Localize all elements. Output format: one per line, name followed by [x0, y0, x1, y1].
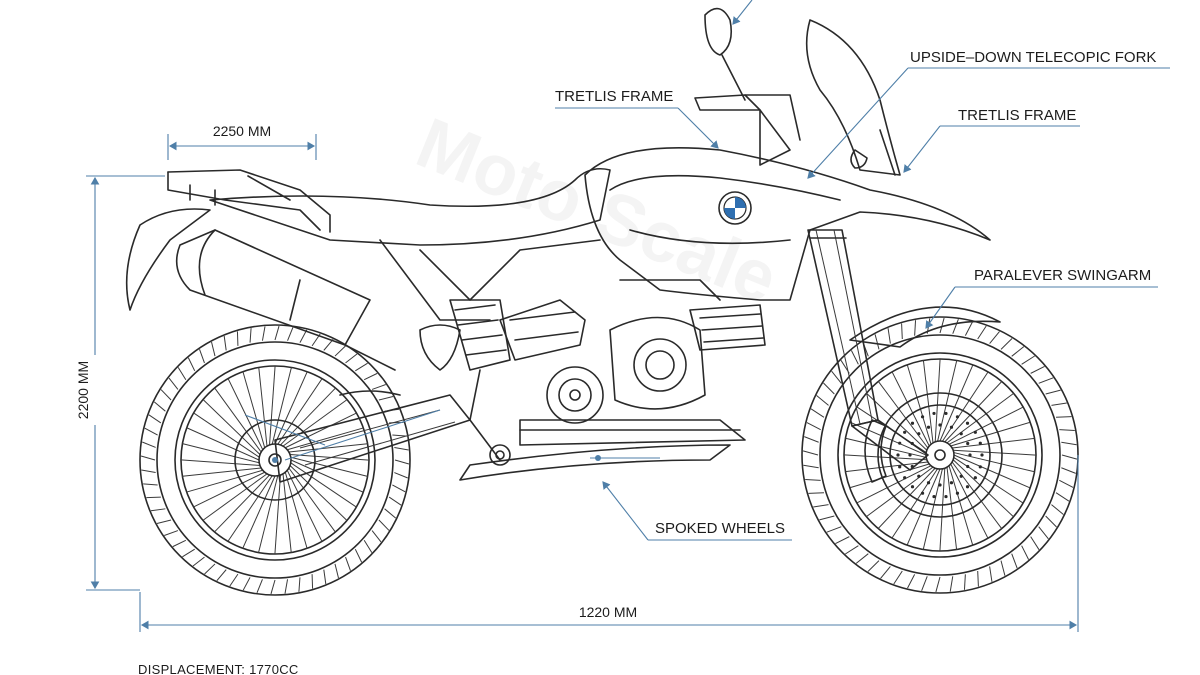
brand-logo — [718, 191, 752, 225]
callout-wheels: SPOKED WHEELS — [602, 481, 792, 541]
callout-trellis-frame-left-label: TRETLIS FRAME — [555, 88, 673, 105]
front-fender — [849, 306, 1001, 348]
callout-top-arrow — [732, 0, 753, 25]
callout-trellis-frame-right-label: TRETLIS FRAME — [958, 107, 1076, 124]
front-tire-tread — [802, 317, 1078, 593]
rear-wheel — [139, 324, 411, 596]
exhaust-muffler — [175, 229, 731, 481]
handlebar-mirror — [694, 7, 801, 141]
seat — [209, 167, 611, 246]
callout-trellis-frame-right: TRETLIS FRAME — [903, 107, 1080, 173]
front-fork — [807, 229, 929, 471]
rear-spokes — [180, 365, 370, 555]
dimension-height: 2200 MM — [75, 175, 165, 591]
callout-fork-label: UPSIDE–DOWN TELECOPIC FORK — [910, 49, 1156, 66]
windscreen — [759, 19, 901, 176]
callout-swingarm-label: PARALEVER SWINGARM — [974, 267, 1151, 284]
rear-tire-tread — [140, 325, 410, 595]
dimension-bottom-length: 1220 MM — [139, 455, 1079, 632]
brake-disc-holes — [896, 411, 984, 499]
engine — [379, 239, 766, 466]
dimension-top-length: 2250 MM — [167, 123, 317, 160]
callout-wheels-label: SPOKED WHEELS — [655, 520, 785, 537]
callout-fork: UPSIDE–DOWN TELECOPIC FORK — [807, 49, 1170, 179]
dimension-bottom-length-label: 1220 MM — [579, 604, 637, 620]
internal-leaders — [244, 409, 660, 463]
dimension-top-length-label: 2250 MM — [213, 123, 271, 139]
callout-swingarm: PARALEVER SWINGARM — [925, 267, 1158, 329]
front-wheel — [801, 316, 1079, 594]
front-spokes — [843, 358, 1037, 552]
callout-trellis-frame-left: TRETLIS FRAME — [555, 88, 719, 149]
dimension-height-label: 2200 MM — [75, 361, 91, 419]
fuel-tank — [584, 146, 991, 301]
spec-displacement: DISPLACEMENT: 1770CC — [138, 662, 299, 675]
rear-fender — [125, 208, 211, 311]
